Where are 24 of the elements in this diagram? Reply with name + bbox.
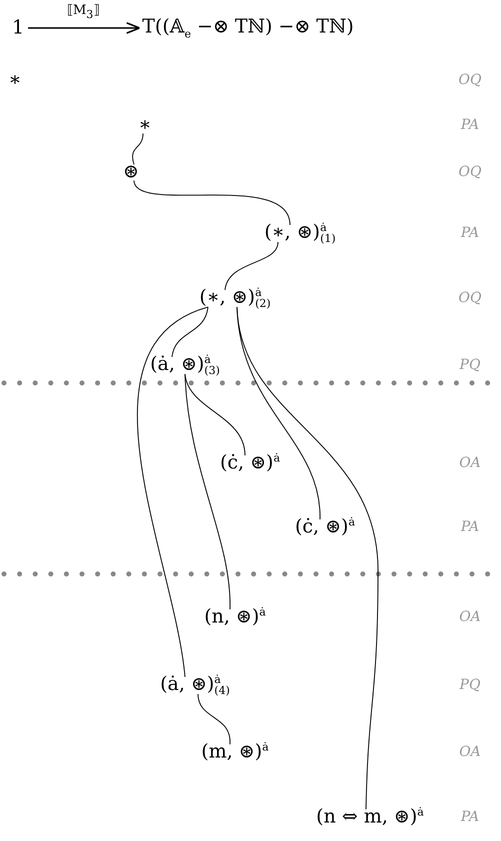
- move-text: ⊛: [123, 162, 139, 182]
- move-polarity-label: OQ: [458, 72, 482, 88]
- move-polarity-label: PQ: [460, 677, 480, 693]
- move-polarity-label: PA: [460, 519, 480, 535]
- move-text: (n ⇔ m, ⊛)$^{ȧ}$: [316, 806, 424, 828]
- formula-text: T((𝔸$_{e}$ −⊗ Tℕ) −⊗ Tℕ): [142, 16, 354, 40]
- move-polarity-label: PQ: [460, 357, 480, 373]
- move-polarity-label: PA: [460, 117, 480, 133]
- formula-text: 1: [12, 18, 24, 38]
- move-polarity-label: OQ: [458, 164, 482, 180]
- move-polarity-label: PA: [460, 225, 480, 241]
- move-text: ∗: [138, 114, 152, 136]
- move-text: (ċ, ⊛)$^{ȧ}$: [220, 452, 280, 474]
- move-text: (ċ, ⊛)$^{ȧ}$: [294, 516, 356, 538]
- move-polarity-label: OQ: [458, 290, 482, 306]
- move-polarity-label: OA: [459, 744, 481, 760]
- move-text: (n, ⊛)$^{ȧ}$: [204, 606, 266, 628]
- arrow: [28, 22, 140, 34]
- move-text: ∗: [8, 70, 22, 90]
- move-polarity-label: OA: [459, 455, 481, 471]
- move-polarity-label: PA: [460, 809, 480, 825]
- move-polarity-label: OA: [459, 609, 481, 625]
- move-text: (m, ⊛)$^{ȧ}$: [201, 741, 269, 763]
- edge-label: ⟦M$_{3}$⟧: [66, 2, 100, 20]
